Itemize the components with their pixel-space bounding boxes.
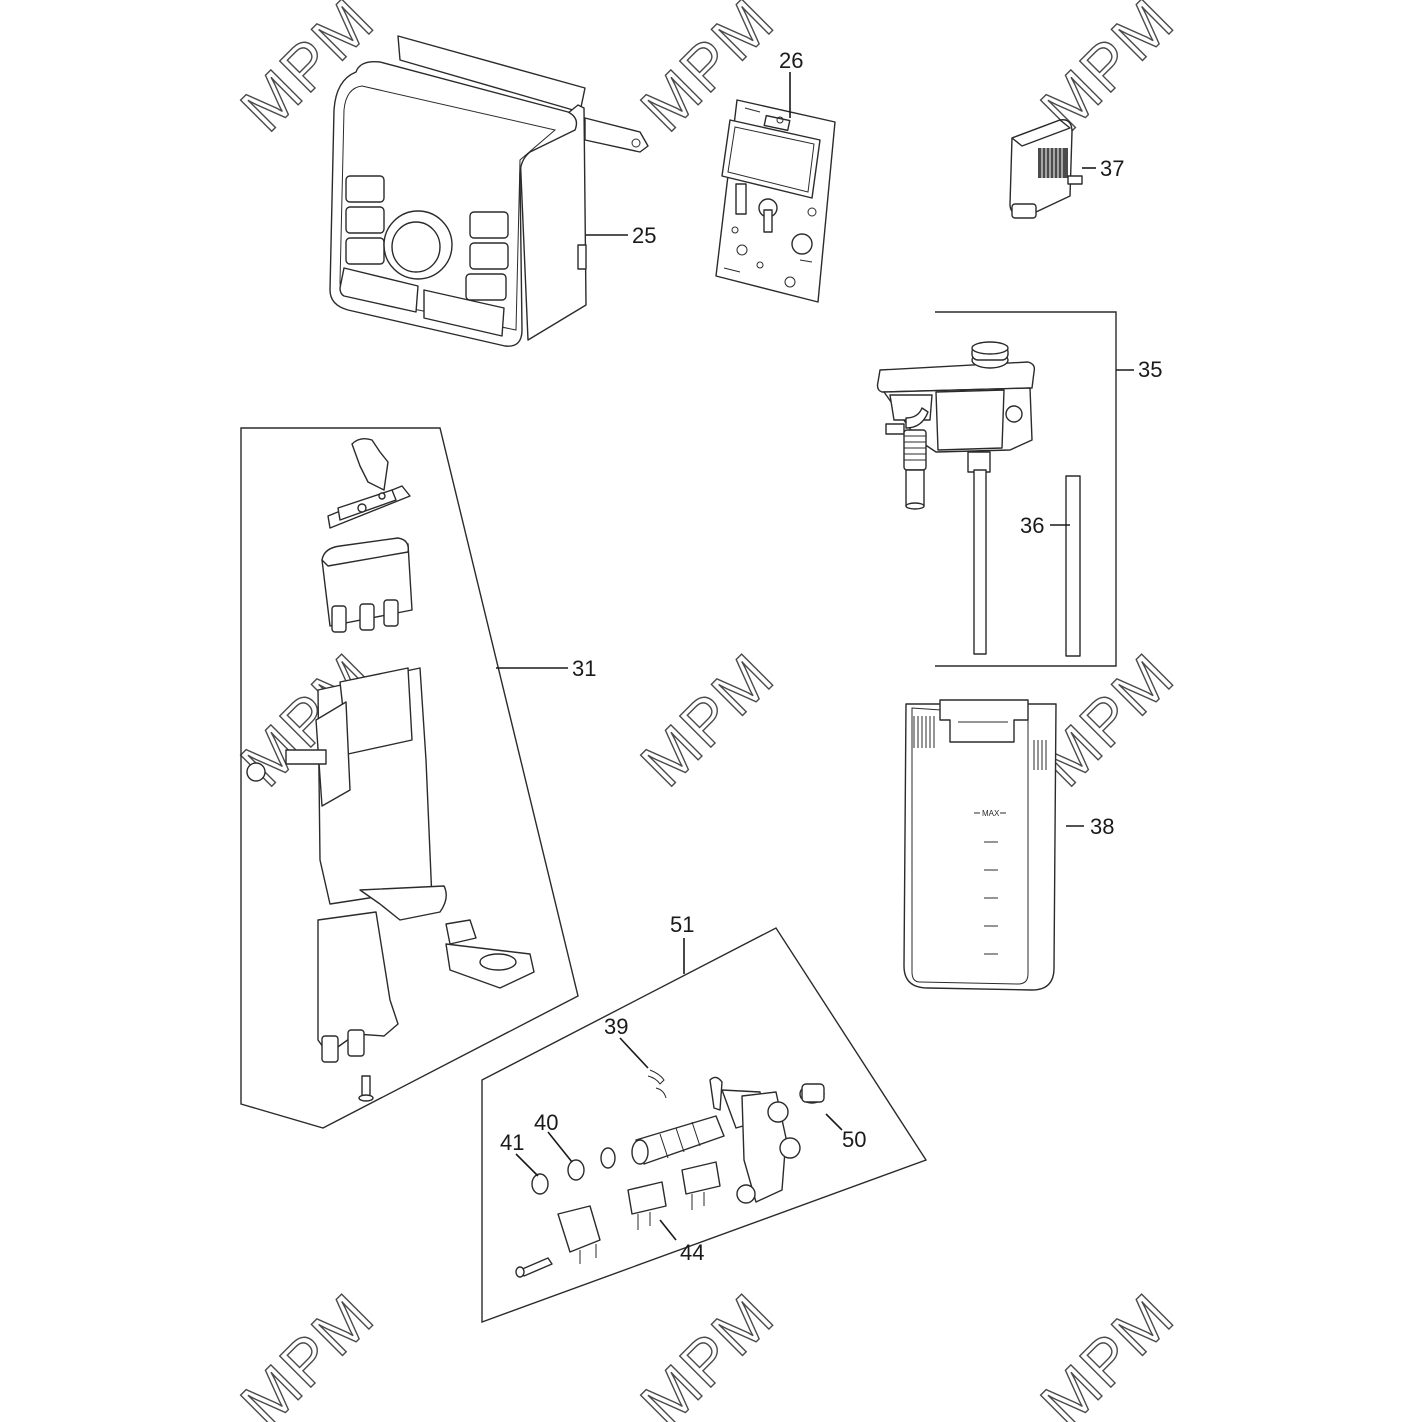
callout-labels: 25 26 37 35 36 31 38 51 39 40 41 50 44 [500,48,1162,1265]
label-38: 38 [1090,814,1114,839]
label-26: 26 [779,48,803,73]
label-50: 50 [842,1127,866,1152]
part-37-knurl [1038,148,1068,178]
label-31: 31 [572,656,596,681]
label-51: 51 [670,912,694,937]
label-39: 39 [604,1014,628,1039]
tank-max-mark: MAX [982,809,1000,818]
group-51-switch-group [481,927,928,1324]
watermark-9: MPM [1027,1279,1188,1422]
part-26-electronic-board [715,99,836,303]
group-35-milk-assembly [876,311,1117,667]
watermark-7: MPM [227,1279,388,1422]
group-31-brew-unit [240,427,579,1129]
part-25-control-panel [329,35,649,347]
label-41: 41 [500,1130,524,1155]
label-44: 44 [680,1240,704,1265]
label-37: 37 [1100,156,1124,181]
part-38-milk-tank: MAX [903,699,1057,991]
label-35: 35 [1138,357,1162,382]
watermark-8: MPM [627,1279,788,1422]
leader-lines [496,72,1134,1241]
part-37-knob [1009,119,1083,219]
watermark-5: MPM [627,639,788,800]
label-36: 36 [1020,513,1044,538]
label-25: 25 [632,223,656,248]
label-40: 40 [534,1110,558,1135]
